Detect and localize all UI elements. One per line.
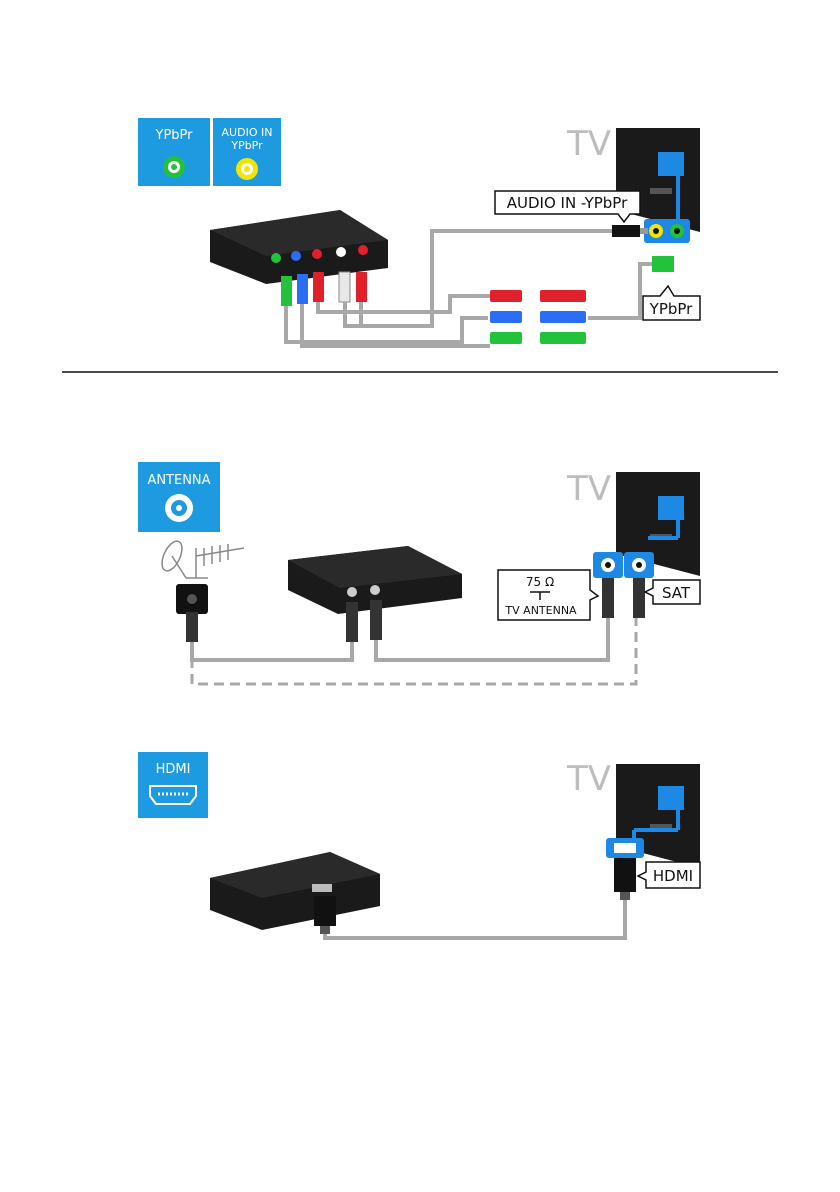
section-hdmi: HDMI TV HDMI — [138, 752, 700, 938]
callout-ypbpr-label: YPbPr — [649, 300, 694, 318]
section-ypbpr: YPbPr AUDIO IN YPbPr TV — [138, 118, 700, 346]
callout-tv-antenna-label: TV ANTENNA — [504, 604, 577, 617]
tv-antenna-ports — [593, 552, 654, 618]
rca-plug-pairs — [490, 290, 586, 344]
tv-label-2: TV — [566, 469, 611, 509]
callout-hdmi: HDMI — [638, 862, 700, 888]
callout-hdmi-label: HDMI — [653, 867, 693, 885]
antenna-wall-socket — [176, 584, 208, 642]
section-antenna: ANTENNA TV — [138, 462, 700, 684]
badge-audio-in-label: AUDIO IN — [222, 126, 273, 139]
callout-sat: SAT — [645, 580, 700, 604]
satellite-dish-icon — [158, 538, 186, 578]
tv-ypbpr-panel — [644, 219, 690, 243]
callout-audio-in-label: AUDIO IN -YPbPr — [507, 194, 628, 212]
callout-ohm: 75 Ω — [526, 575, 554, 589]
callout-sat-label: SAT — [662, 584, 691, 602]
audio-jack-plug — [612, 225, 648, 237]
badge-audio-in-sublabel: YPbPr — [230, 139, 263, 152]
badge-antenna: ANTENNA — [138, 462, 220, 532]
badge-ypbpr: YPbPr — [138, 118, 210, 186]
callout-audio-in: AUDIO IN -YPbPr — [495, 191, 640, 222]
tv-hdmi-port — [606, 838, 644, 900]
badge-ypbpr-label: YPbPr — [155, 128, 194, 143]
badge-hdmi-label: HDMI — [156, 762, 191, 777]
set-top-box-3 — [210, 852, 380, 934]
terrestrial-antenna-icon — [186, 544, 244, 578]
badge-hdmi: HDMI — [138, 752, 208, 818]
rca-jack-green-icon — [163, 156, 185, 178]
set-top-box-2 — [288, 546, 462, 642]
tv-label: TV — [566, 124, 611, 164]
badge-audio-in-ypbpr: AUDIO IN YPbPr — [213, 118, 281, 186]
sat-cable-dashed — [192, 618, 636, 684]
callout-tv-antenna: 75 Ω TV ANTENNA — [498, 570, 598, 620]
callout-ypbpr: YPbPr — [643, 286, 700, 320]
badge-antenna-label: ANTENNA — [147, 473, 210, 488]
rca-jack-yellow-icon — [236, 158, 258, 180]
cables-section-2 — [192, 618, 608, 660]
tv-label-3: TV — [566, 759, 611, 799]
ypbpr-plug-tv — [652, 256, 674, 272]
coax-jack-icon — [165, 494, 193, 522]
